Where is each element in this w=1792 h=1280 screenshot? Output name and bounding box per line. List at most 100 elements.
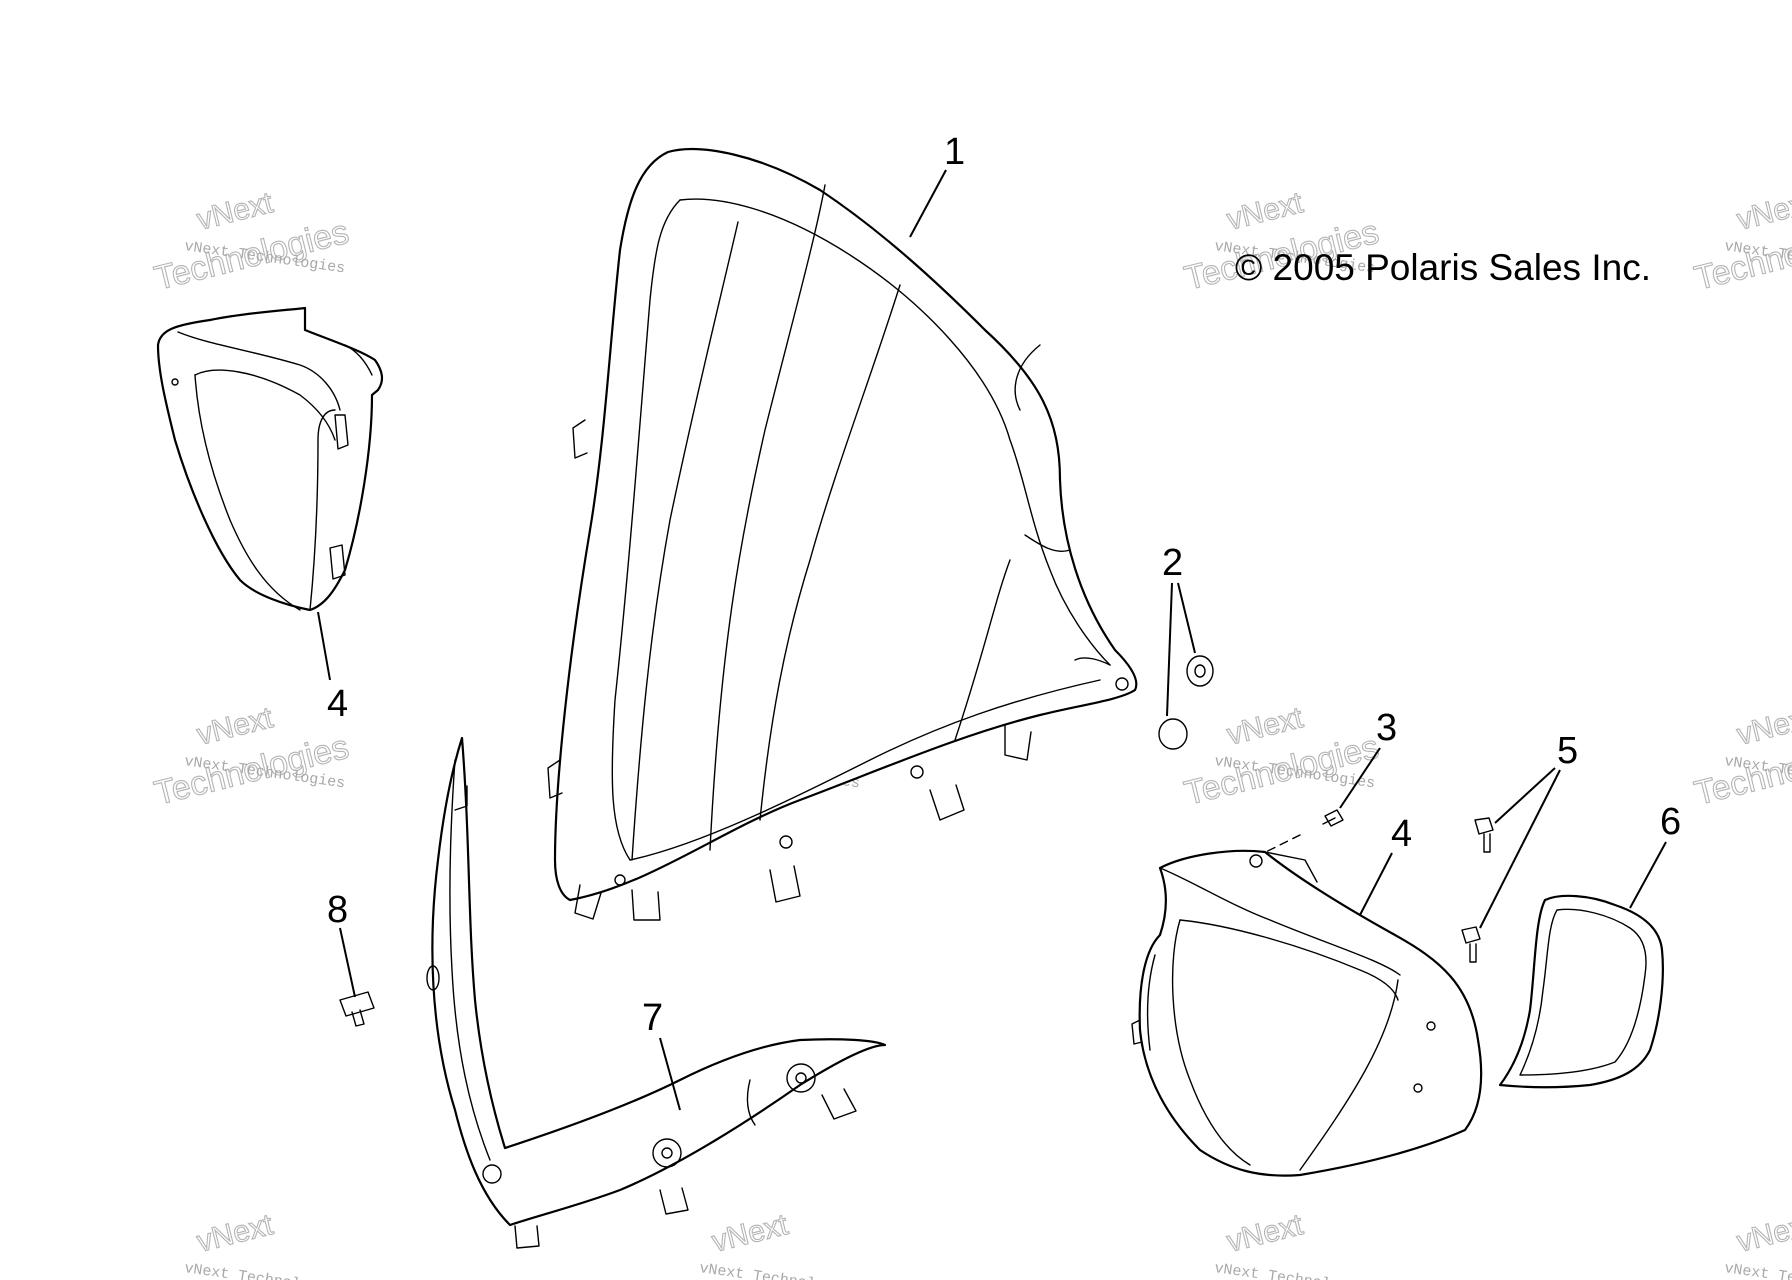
watermark-top-text: vNext — [194, 1208, 277, 1259]
callout-5-leader-upper — [1494, 767, 1556, 824]
callout-7-leader — [659, 1037, 681, 1111]
handguard-left-inner-edge — [194, 374, 301, 611]
part-6-deflector — [1498, 894, 1664, 1089]
screw-5-upper-head — [1474, 817, 1494, 835]
callout-6-leader — [1629, 841, 1667, 909]
callouts: 1 2 3 4 4 5 6 7 — [317, 131, 1681, 1111]
handguard-right-outline — [1138, 849, 1483, 1177]
watermark: vNext vNext Technologies — [698, 1208, 861, 1280]
callout-8: 8 — [327, 889, 356, 998]
watermark-bottom-text: Technologies — [151, 213, 353, 298]
windshield-frame-inner-top — [679, 198, 1111, 666]
watermark: vNext vNext Technologies Technologies — [150, 186, 353, 299]
handguard-right-mount — [1264, 851, 1318, 883]
watermark: vNext vNext Technologies — [183, 1208, 346, 1280]
trim-side-clip — [454, 785, 468, 811]
windshield-mount-tab — [574, 884, 602, 920]
handguard-right-crease — [1299, 979, 1399, 1171]
trim-side-hole — [426, 965, 440, 991]
deflector-outline — [1498, 894, 1664, 1089]
screw-5-lower-shank — [1469, 943, 1477, 963]
part-7-lower-trim — [426, 736, 887, 1249]
watermark-bottom-text: Technologies — [151, 728, 353, 813]
grommet-lower — [1158, 718, 1188, 750]
trim-seam — [746, 1079, 756, 1126]
trim-fastener-hole-inner — [661, 1147, 673, 1159]
windshield-hole — [614, 874, 626, 886]
windshield-seam-1 — [1014, 344, 1041, 411]
handguard-right-clip — [1131, 1019, 1143, 1045]
watermark-mid-text: vNext Technologies — [183, 1260, 346, 1280]
callout-4-right-leader — [1359, 852, 1393, 916]
windshield-mount-tab — [1004, 724, 1032, 761]
callout-4-left-number: 4 — [327, 683, 348, 725]
watermark: vNext vNext Technologies Technologies — [1690, 701, 1792, 814]
handguard-right-inner-top — [1179, 919, 1399, 1001]
part-5-screws — [1461, 817, 1494, 963]
watermark-top-text: vNext — [194, 186, 277, 237]
handguard-right-inner-edge — [1171, 919, 1251, 1166]
copyright-text: © 2005 Polaris Sales Inc. — [1235, 247, 1651, 288]
watermark: vNext vNext Technologies — [1213, 1208, 1376, 1280]
callout-1-leader — [909, 169, 947, 238]
trim-outline — [431, 736, 887, 1227]
part-3-screw — [1254, 809, 1344, 859]
part-4-handguard-right — [1131, 849, 1483, 1177]
windshield-mount-tab — [631, 889, 661, 921]
handguard-left-hole — [171, 378, 179, 386]
screw-5-lower-head — [1461, 926, 1481, 944]
windshield-side-clip — [547, 759, 563, 799]
windshield-stripe-1 — [709, 184, 826, 851]
handguard-right-rim — [1146, 954, 1156, 1051]
screw-5-upper-shank — [1483, 833, 1491, 853]
watermark-bottom-text: Technologies — [1181, 728, 1383, 813]
handguard-left-mount — [344, 344, 373, 376]
callout-2-leader-lower — [1166, 582, 1173, 717]
part-2-grommets — [1158, 655, 1214, 750]
trim-fastener-hole — [482, 1164, 502, 1184]
watermark-top-text: vNext — [709, 1208, 792, 1259]
windshield-frame-inner-left — [611, 199, 681, 861]
watermark: vNext vNext Technologies Technologies — [150, 701, 353, 814]
windshield-outline — [553, 148, 1138, 902]
callout-3-leader — [1339, 747, 1381, 809]
part-4-handguard-left — [156, 306, 384, 612]
watermark-top-text: vNext — [1734, 1208, 1792, 1259]
watermark-top-text: vNext — [1224, 701, 1307, 752]
windshield-hole — [1115, 677, 1129, 691]
handguard-left-clip — [329, 544, 346, 580]
callout-7: 7 — [642, 997, 681, 1111]
watermark-top-text: vNext — [194, 701, 277, 752]
callout-4-left: 4 — [317, 611, 348, 725]
callout-2-number: 2 — [1162, 542, 1183, 584]
watermark-top-text: vNext — [1224, 1208, 1307, 1259]
screw-3-shank — [1322, 817, 1336, 825]
watermark-top-text: vNext — [1734, 186, 1792, 237]
windshield-side-clip — [572, 419, 588, 459]
rivet-8-shank — [351, 1009, 365, 1027]
trim-fastener-hole-inner — [795, 1072, 807, 1084]
callout-4-left-leader — [317, 611, 331, 681]
callout-4-right-number: 4 — [1391, 813, 1412, 855]
watermark-mid-text: vNext Technologies — [1213, 1260, 1376, 1280]
callout-3-number: 3 — [1376, 707, 1397, 749]
part-1-windshield — [547, 148, 1138, 921]
callout-8-leader — [339, 927, 356, 998]
trim-fastener-hole — [786, 1063, 816, 1093]
callout-1-number: 1 — [944, 131, 965, 173]
watermark-top-text: vNext — [1734, 701, 1792, 752]
watermark-top-text: vNext — [1224, 186, 1307, 237]
callout-2-leader-upper — [1177, 582, 1196, 654]
windshield-hole — [910, 765, 924, 779]
handguard-left-rib — [309, 409, 336, 611]
trim-mount-tab — [514, 1225, 540, 1249]
callout-5-leader-lower — [1479, 769, 1561, 929]
callout-5: 5 — [1479, 730, 1578, 929]
trim-fastener-hole — [652, 1138, 682, 1168]
callout-3: 3 — [1339, 707, 1397, 809]
handguard-left-outline — [156, 306, 384, 612]
handguard-left-brow — [177, 331, 341, 411]
deflector-inner — [1519, 908, 1647, 1076]
